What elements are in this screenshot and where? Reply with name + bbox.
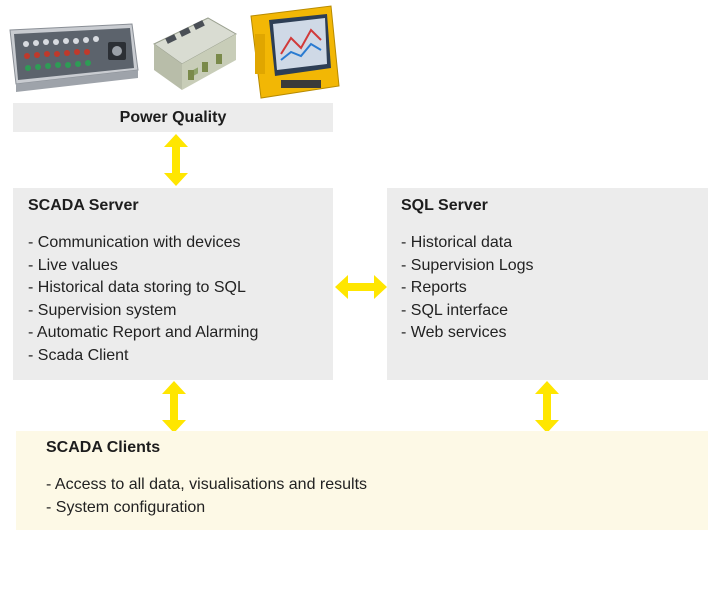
list-item: - SQL interface — [401, 301, 509, 319]
power-quality-title: Power Quality — [119, 108, 227, 126]
scada-server-title: SCADA Server — [28, 197, 139, 214]
list-item: - System configuration — [46, 498, 206, 516]
sql-server-title: SQL Server — [401, 197, 488, 214]
scada-clients-feature-list: - Access to all data, visualisations and… — [46, 474, 367, 519]
scada-clients-box: SCADA Clients - Access to all data, visu… — [16, 431, 708, 530]
list-item: - Web services — [401, 324, 507, 341]
double-arrow-vertical-icon — [162, 381, 186, 438]
list-item: - Scada Client — [28, 346, 129, 364]
list-item: - Automatic Report and Alarming — [28, 324, 259, 341]
scada-clients-title: SCADA Clients — [46, 439, 161, 456]
scada-server-feature-list: - Communication with devices - Live valu… — [28, 232, 258, 367]
list-item: - Reports — [401, 279, 467, 296]
list-item: - Supervision Logs — [401, 256, 534, 274]
power-quality-box: Power Quality — [13, 103, 333, 132]
list-item: - Live values — [28, 256, 118, 274]
scada-server-box: SCADA Server - Communication with device… — [13, 188, 333, 380]
double-arrow-vertical-icon — [164, 134, 188, 191]
sql-server-box: SQL Server - Historical data - Supervisi… — [387, 188, 708, 380]
power-analyzer-rack-icon — [4, 20, 140, 92]
list-item: - Historical data storing to SQL — [28, 279, 246, 296]
list-item: - Access to all data, visualisations and… — [46, 476, 368, 493]
din-rail-meter-icon — [148, 14, 240, 92]
sql-server-feature-list: - Historical data - Supervision Logs - R… — [401, 232, 534, 345]
list-item: - Historical data — [401, 234, 513, 251]
list-item: - Supervision system — [28, 301, 177, 319]
portable-analyzer-icon — [247, 4, 343, 100]
list-item: - Communication with devices — [28, 234, 241, 251]
double-arrow-horizontal-icon — [335, 275, 387, 304]
double-arrow-vertical-icon — [535, 381, 559, 438]
